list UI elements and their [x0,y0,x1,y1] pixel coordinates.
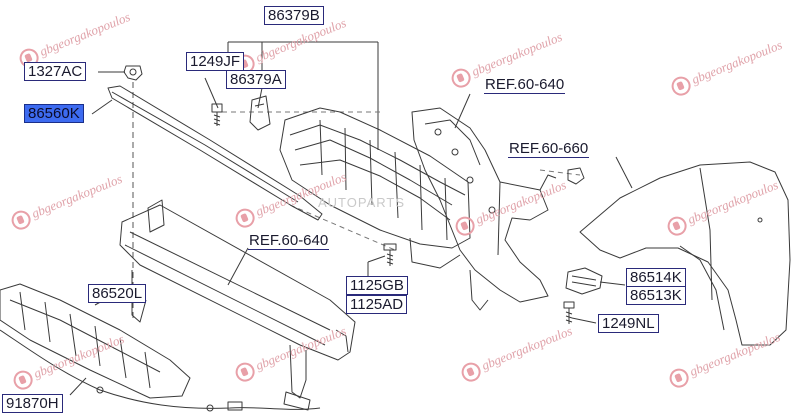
callout-86514k[interactable]: 86514K [626,268,686,287]
front-fender [579,161,791,346]
energy-absorber [0,283,191,399]
clip-1327ac [123,65,143,81]
ref-60-640-beam[interactable]: REF.60-640 [248,232,330,250]
trim-strip [107,85,323,221]
callout-1327ac[interactable]: 1327AC [24,62,87,81]
ref-60-640-radiator[interactable]: REF.60-640 [484,76,566,94]
callout-86560k-selected[interactable]: 86560K [24,104,84,123]
callout-1249nl[interactable]: 1249NL [598,314,659,333]
center-watermark: AUTOPARTS [318,195,406,210]
callout-86513k[interactable]: 86513K [626,286,686,305]
bolt-1125gb [383,243,397,266]
callout-86379a[interactable]: 86379A [226,70,286,89]
bracket-86379a [249,95,271,131]
leader-lines [69,41,633,396]
callout-86520l[interactable]: 86520L [88,284,147,303]
bracket-86514k [565,267,603,295]
callout-91870h[interactable]: 91870H [2,394,63,413]
air-guide [279,107,471,269]
callout-1249jf[interactable]: 1249JF [186,52,245,71]
ref-60-660-fender[interactable]: REF.60-660 [508,140,590,158]
bolt-1249nl [563,301,575,324]
clip-fender [567,167,585,185]
wiring-harness [0,329,321,412]
bolt-1249jf [211,103,223,126]
callout-1125gb[interactable]: 1125GB [346,276,408,295]
callout-86379b[interactable]: 86379B [264,6,324,25]
callout-1125ad[interactable]: 1125AD [346,295,408,314]
radiator-support [411,107,557,311]
